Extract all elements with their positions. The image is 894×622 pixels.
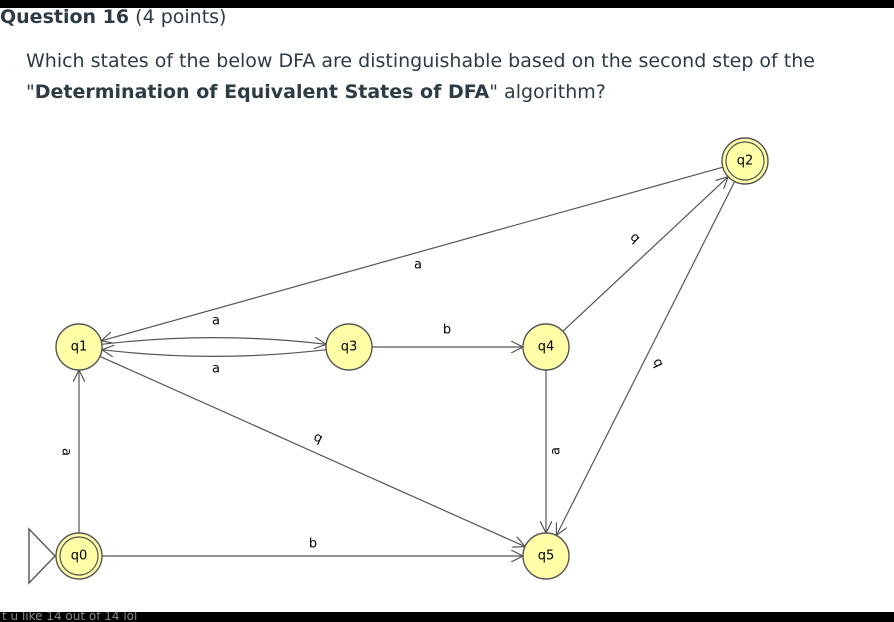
- transition-label-q3-q1: a: [212, 362, 220, 377]
- state-label: q5: [538, 549, 555, 564]
- state-q5: q5: [522, 532, 570, 580]
- state-label: q3: [341, 340, 358, 355]
- state-q0: q0: [28, 527, 103, 585]
- bottom-border: t u like 14 out of 14 lol: [0, 612, 894, 622]
- state-q3: q3: [325, 323, 373, 371]
- transition-q2-q1: [101, 166, 724, 341]
- footer-text: t u like 14 out of 14 lol: [2, 612, 138, 622]
- transition-label-q1-q5: b: [311, 429, 325, 446]
- question-number: Question 16: [0, 6, 130, 28]
- transition-q4-q2: [562, 177, 728, 332]
- transition-q1-q5: [99, 355, 525, 546]
- state-label: q4: [538, 340, 555, 355]
- transition-label-q3-q4: b: [443, 323, 451, 338]
- state-circle: [522, 323, 570, 371]
- transition-q3-q1: [102, 350, 327, 357]
- question-text-part2: " algorithm?: [489, 81, 606, 103]
- initial-state-arrow: [28, 527, 56, 585]
- transition-label-q2-q1: a: [414, 258, 422, 273]
- question-header: Question 16 (4 points): [0, 6, 226, 28]
- transition-label-q4-q2: b: [627, 230, 643, 247]
- state-q4: q4: [522, 323, 570, 371]
- state-label: q0: [71, 549, 88, 564]
- state-label: q2: [737, 154, 754, 169]
- top-border: [0, 0, 894, 8]
- state-label: q1: [71, 340, 88, 355]
- state-circle: [325, 323, 373, 371]
- state-circle: [55, 323, 103, 371]
- state-circle: [55, 532, 103, 580]
- transition-q1-q3: [101, 338, 326, 345]
- state-circle: [522, 532, 570, 580]
- final-state-ring: [59, 536, 99, 576]
- transition-label-q1-q3: a: [212, 314, 220, 329]
- question-text: Which states of the below DFA are distin…: [26, 46, 866, 108]
- state-circle: [721, 137, 769, 185]
- question-text-part1: Which states of the below DFA are distin…: [26, 50, 815, 103]
- transition-label-q4-q5: a: [549, 447, 564, 455]
- final-state-ring: [725, 141, 765, 181]
- transition-label-q2-q5: b: [649, 356, 666, 370]
- transition-q2-q5: [556, 181, 736, 536]
- transition-label-q0-q1: a: [59, 448, 74, 456]
- state-q1: q1: [55, 323, 103, 371]
- question-points: (4 points): [135, 6, 227, 28]
- transition-label-q0-q5: b: [309, 537, 317, 552]
- question-text-bold: Determination of Equivalent States of DF…: [34, 81, 490, 103]
- state-q2: q2: [721, 137, 769, 185]
